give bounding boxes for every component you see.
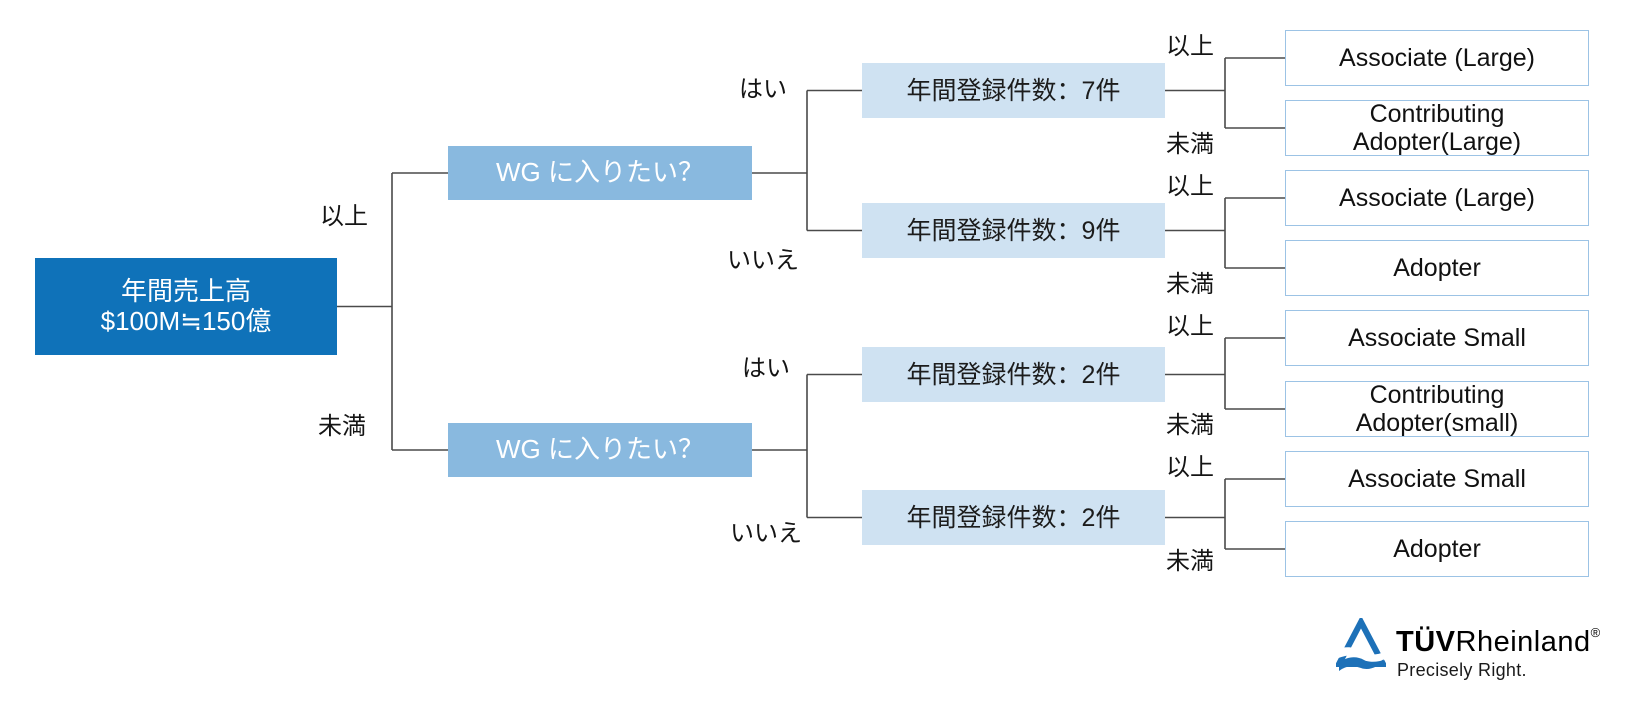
count-label: 年間登録件数：2件 bbox=[906, 360, 1121, 389]
outcome-label: Adopter bbox=[1393, 254, 1481, 282]
logo-tagline: Precisely Right. bbox=[1397, 660, 1527, 680]
wg-question-label: WG に入りたい？ bbox=[496, 434, 704, 465]
branch-label-above-3: 以上 bbox=[1166, 313, 1214, 340]
outcome-node-3: Associate (Large) bbox=[1285, 170, 1589, 226]
branch-label-no-top: いいえ bbox=[727, 247, 799, 274]
branch-label-below-4: 未満 bbox=[1166, 548, 1214, 575]
logo-brand-bold: TÜV bbox=[1396, 626, 1456, 658]
outcome-label: Contributing Adopter(Large) bbox=[1352, 100, 1522, 156]
outcome-label: Associate Small bbox=[1348, 465, 1526, 493]
outcome-label: Associate Small bbox=[1348, 324, 1526, 352]
outcome-node-8: Adopter bbox=[1285, 521, 1589, 577]
tuv-rheinland-logo: TÜVRheinland® Precisely Right. bbox=[1316, 596, 1632, 698]
branch-label-above-root: 以上 bbox=[320, 203, 368, 230]
count-node-4: 年間登録件数：2件 bbox=[862, 490, 1165, 545]
wg-question-node-top: WG に入りたい？ bbox=[448, 146, 752, 200]
branch-label-above-2: 以上 bbox=[1166, 173, 1214, 200]
count-node-2: 年間登録件数：9件 bbox=[862, 203, 1165, 258]
branch-label-below-2: 未満 bbox=[1166, 271, 1214, 298]
outcome-node-7: Associate Small bbox=[1285, 451, 1589, 507]
outcome-node-6: Contributing Adopter(small) bbox=[1285, 381, 1589, 437]
branch-label-no-bottom: いいえ bbox=[730, 520, 802, 547]
count-node-3: 年間登録件数：2件 bbox=[862, 347, 1165, 402]
outcome-label: Associate (Large) bbox=[1339, 44, 1535, 72]
root-label-line2: $100M≒150億 bbox=[100, 305, 272, 336]
count-node-1: 年間登録件数：7件 bbox=[862, 63, 1165, 118]
branch-label-below-1: 未満 bbox=[1166, 131, 1214, 158]
branch-label-yes-bottom: はい bbox=[742, 355, 790, 382]
branch-label-above-1: 以上 bbox=[1166, 33, 1214, 60]
count-label: 年間登録件数：7件 bbox=[906, 76, 1121, 105]
outcome-node-1: Associate (Large) bbox=[1285, 30, 1589, 86]
outcome-node-5: Associate Small bbox=[1285, 310, 1589, 366]
logo-wordmark: TÜVRheinland® bbox=[1396, 626, 1601, 658]
outcome-label: Adopter bbox=[1393, 535, 1481, 563]
wg-question-label: WG に入りたい？ bbox=[496, 157, 704, 188]
outcome-node-2: Contributing Adopter(Large) bbox=[1285, 100, 1589, 156]
outcome-label: Contributing Adopter(small) bbox=[1355, 381, 1519, 437]
count-label: 年間登録件数：2件 bbox=[906, 503, 1121, 532]
branch-label-below-root: 未満 bbox=[318, 413, 366, 440]
wg-question-node-bottom: WG に入りたい？ bbox=[448, 423, 752, 477]
branch-label-yes-top: はい bbox=[739, 76, 787, 103]
tuv-triangle-icon bbox=[1336, 618, 1386, 671]
outcome-label: Associate (Large) bbox=[1339, 184, 1535, 212]
count-label: 年間登録件数：9件 bbox=[906, 216, 1121, 245]
logo-brand-regular: Rheinland bbox=[1455, 626, 1591, 658]
root-label-line1: 年間売上高 bbox=[120, 276, 251, 307]
registered-trademark-icon: ® bbox=[1590, 625, 1601, 640]
branch-label-below-3: 未満 bbox=[1166, 412, 1214, 439]
root-node-annual-revenue: 年間売上高 $100M≒150億 bbox=[35, 258, 337, 355]
outcome-node-4: Adopter bbox=[1285, 240, 1589, 296]
branch-label-above-4: 以上 bbox=[1166, 454, 1214, 481]
